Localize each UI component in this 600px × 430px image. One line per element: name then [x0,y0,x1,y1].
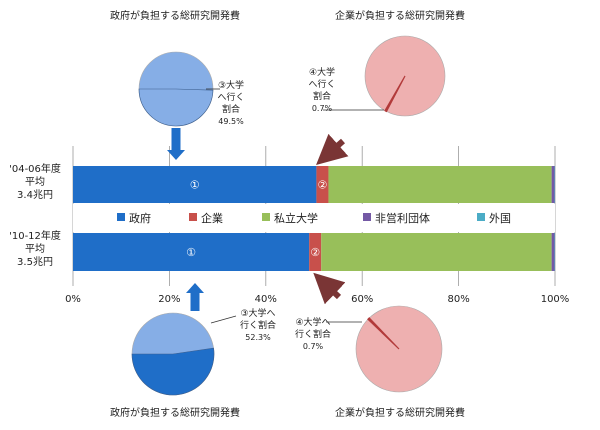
pie-title: 政府が負担する総研究開発費 [110,406,240,419]
legend-label: 企業 [201,211,223,225]
pie-annotation: 0.7% [303,342,324,351]
bar-marker-2: ② [310,246,320,259]
x-tick-label: 100% [541,294,570,305]
category-label: '10-12年度 [9,229,61,242]
pie-annotation: 52.3% [245,333,271,342]
legend-swatch [262,213,270,221]
legend-background [73,204,555,232]
pie-title: 企業が負担する総研究開発費 [335,406,465,419]
pie-annotation: ③大学へ [240,307,275,319]
bar-segment-5-row-2 [554,233,556,271]
category-label: 3.4兆円 [17,189,53,201]
x-tick-label: 80% [447,294,469,305]
bar-segment-1-row-1 [73,166,317,203]
category-label: 平均 [25,243,45,255]
legend-label: 非営利団体 [375,211,430,225]
bar-segment-4-row-1 [551,166,555,203]
pie-annotation: ④大学へ [295,316,330,328]
pointer-arrow [186,283,204,311]
x-tick-label: 0% [65,294,81,305]
pointer-arrow [313,272,346,305]
pie-annotation: 行く割合 [295,328,331,340]
category-label: '04-06年度 [9,162,61,175]
pie-annotation: へ行く [217,91,244,103]
bar-marker-1: ① [190,179,200,192]
pie-title: 政府が負担する総研究開発費 [110,9,240,22]
legend-swatch [189,213,197,221]
pie-annotation: ④大学 [309,66,335,78]
bar-segment-3-row-1 [328,166,552,203]
leader-line [210,315,237,324]
x-tick-label: 60% [351,294,373,305]
bar-marker-1: ① [186,246,196,259]
pointer-arrow [316,133,349,165]
legend-swatch [117,213,125,221]
bar-segment-5-row-1 [554,166,556,203]
pie-annotation: 0.7% [312,104,333,113]
pie-title: 企業が負担する総研究開発費 [335,9,465,22]
category-label: 3.5兆円 [17,256,53,268]
bar-marker-2: ② [317,179,327,192]
pointer-arrow [167,128,185,160]
pie-slice-university [384,75,406,113]
bar-segment-2-row-2 [309,233,322,271]
pie-annotation: へ行く [308,78,335,90]
legend-swatch [477,213,485,221]
bar-segment-4-row-2 [551,233,555,271]
pie-annotation: 行く割合 [240,319,276,331]
bar-segment-1-row-2 [73,233,310,271]
category-label: 平均 [25,176,45,188]
pie-annotation: 49.5% [218,117,244,126]
pie-annotation: 割合 [222,103,240,115]
pie-slice-university [131,347,215,396]
pie-annotation: 割合 [313,90,331,102]
pie-slice-university [138,88,214,127]
legend-swatch [363,213,371,221]
legend-label: 私立大学 [274,211,318,225]
x-tick-label: 20% [158,294,180,305]
pie-annotation: ③大学 [218,79,244,91]
bar-segment-3-row-2 [321,233,552,271]
legend-label: 外国 [489,212,511,225]
x-tick-label: 40% [255,294,277,305]
bar-segment-2-row-1 [316,166,329,203]
legend-label: 政府 [129,211,151,225]
pie-slice-university [367,317,400,350]
